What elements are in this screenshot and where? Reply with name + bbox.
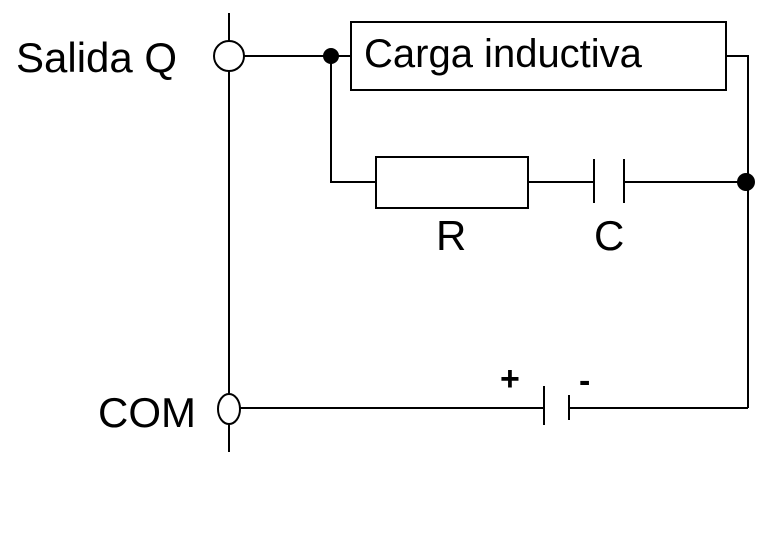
capacitor-label: C xyxy=(594,212,624,259)
battery-negative-label: - xyxy=(579,362,590,400)
battery-positive-label: + xyxy=(500,360,520,398)
inductive-load-label: Carga inductiva xyxy=(364,32,643,76)
inductive-load-box xyxy=(350,21,727,91)
com-terminal-label: COM xyxy=(98,389,196,436)
output-terminal xyxy=(213,40,245,72)
junction-dot-top xyxy=(323,48,339,64)
rc-branch-wire-left xyxy=(330,56,376,183)
output-terminal-label: Salida Q xyxy=(16,34,177,81)
resistor-label: R xyxy=(436,212,466,259)
com-terminal xyxy=(217,393,241,425)
return-wire xyxy=(726,55,749,408)
resistor-symbol xyxy=(375,156,529,209)
junction-dot-right xyxy=(737,173,755,191)
